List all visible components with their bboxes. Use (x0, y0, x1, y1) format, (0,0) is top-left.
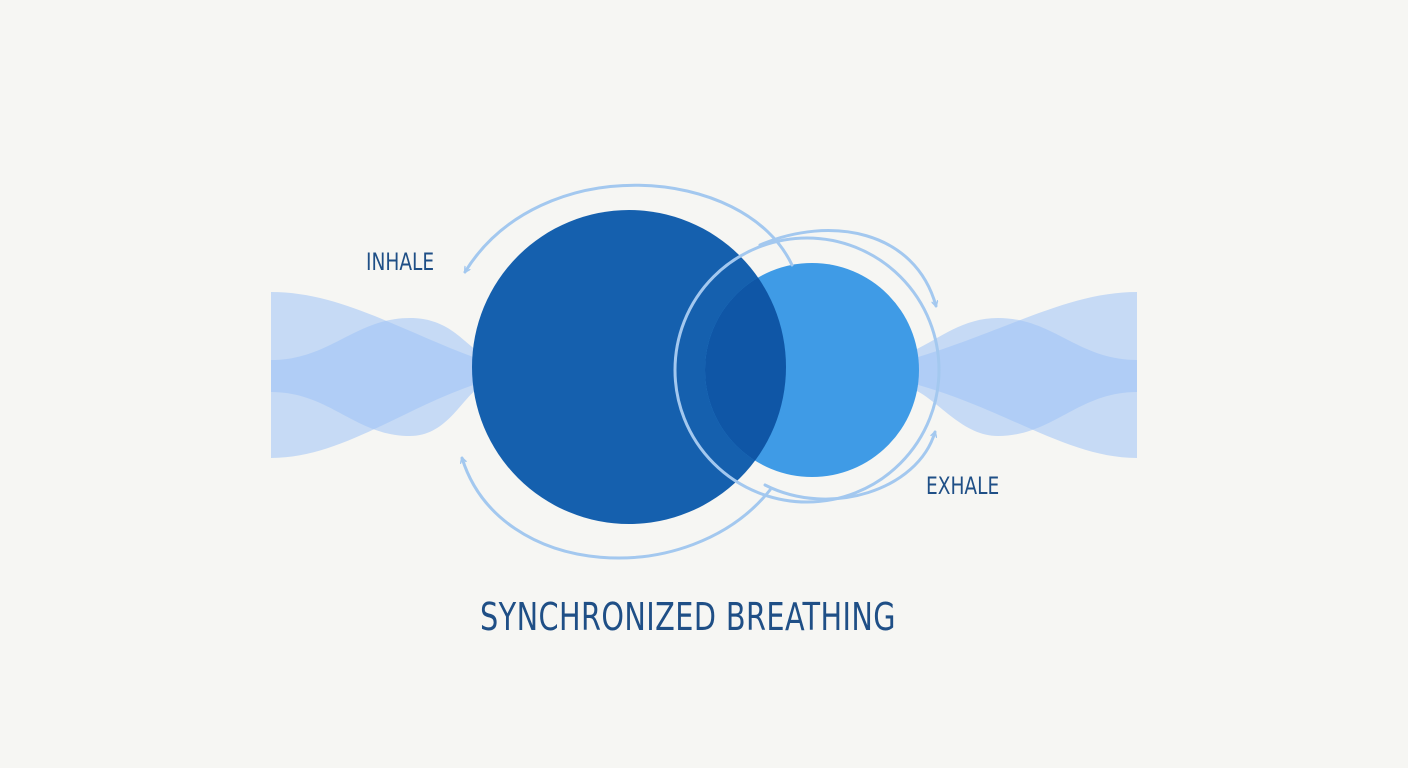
inhale-label: INHALE (366, 248, 435, 276)
inhale-arrow (463, 183, 794, 274)
exhale-arrow (763, 430, 935, 501)
small-circle-ring (673, 236, 941, 504)
upper-right-arrow (758, 229, 936, 308)
large-breath-circle (472, 210, 786, 524)
left-airflow-waves (271, 292, 476, 458)
right-airflow-waves (915, 292, 1137, 458)
exhale-label: EXHALE (926, 472, 1000, 500)
right-wave-inner (915, 318, 1137, 436)
diagram-title: SYNCHRONIZED BREATHING (480, 595, 896, 639)
left-wave-inner (271, 318, 476, 436)
lower-cycle-arrow (462, 456, 772, 560)
